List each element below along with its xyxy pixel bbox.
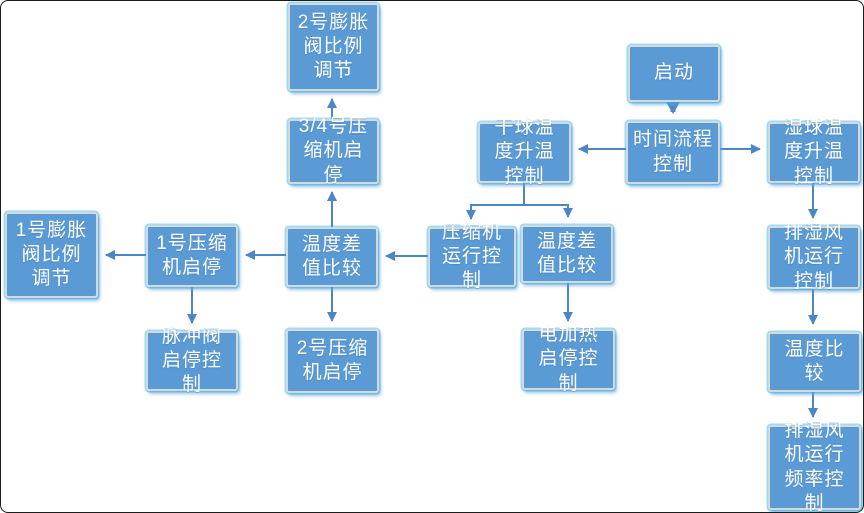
flow-node-label: 温度差值比较 bbox=[301, 233, 362, 279]
flow-node-pulse-valve: 脉冲阀启停控制 bbox=[146, 326, 238, 395]
flow-node-label: 2号膨胀阀比例调节 bbox=[297, 11, 370, 82]
flow-node-compressor-34: 3/4号压缩机启停 bbox=[288, 116, 379, 186]
flow-node-electric-heat: 电加热启停控制 bbox=[522, 324, 615, 394]
flow-node-compressor-2: 2号压缩机启停 bbox=[286, 329, 379, 393]
flow-node-label: 干球温度升温控制 bbox=[494, 117, 555, 187]
flow-node-label: 排湿风机运行控制 bbox=[783, 222, 844, 292]
flow-node-label: 3/4号压缩机启停 bbox=[298, 116, 369, 186]
flow-node-label: 时间流程控制 bbox=[633, 129, 714, 175]
flow-node-label: 电加热启停控制 bbox=[538, 324, 599, 394]
flow-node-time-flow: 时间流程控制 bbox=[626, 121, 720, 184]
flow-node-temp-compare: 温度比较 bbox=[768, 332, 861, 392]
flow-node-expansion-1: 1号膨胀阀比例调节 bbox=[5, 212, 98, 298]
flow-node-label: 2号压缩机启停 bbox=[296, 337, 369, 383]
flow-node-fan-freq: 排湿风机运行频率控制 bbox=[768, 420, 861, 512]
flow-node-label: 温度比较 bbox=[784, 338, 845, 384]
flow-node-label: 启动 bbox=[653, 62, 694, 84]
flow-node-label: 1号压缩机启停 bbox=[156, 232, 228, 278]
flow-node-dehumid-fan: 排湿风机运行控制 bbox=[768, 222, 860, 292]
flow-node-label: 温度差值比较 bbox=[536, 230, 597, 276]
flow-node-expansion-2: 2号膨胀阀比例调节 bbox=[288, 3, 379, 91]
flow-node-start: 启动 bbox=[628, 45, 720, 102]
flow-node-temp-diff-right: 温度差值比较 bbox=[521, 225, 613, 283]
flow-node-temp-diff-left: 温度差值比较 bbox=[286, 227, 378, 287]
flow-node-label: 脉冲阀启停控制 bbox=[161, 325, 222, 396]
flow-node-label: 压缩机运行控制 bbox=[441, 221, 502, 292]
flow-node-wet-bulb: 湿球温度升温控制 bbox=[768, 117, 860, 187]
flow-node-label: 1号膨胀阀比例调节 bbox=[15, 219, 88, 290]
flow-node-compressor-run: 压缩机运行控制 bbox=[428, 222, 516, 291]
flow-node-label: 排湿风机运行频率控制 bbox=[784, 419, 845, 513]
flow-node-label: 湿球温度升温控制 bbox=[783, 117, 844, 187]
flow-node-compressor-1: 1号压缩机启停 bbox=[146, 225, 238, 287]
flow-node-dry-bulb: 干球温度升温控制 bbox=[478, 117, 571, 187]
